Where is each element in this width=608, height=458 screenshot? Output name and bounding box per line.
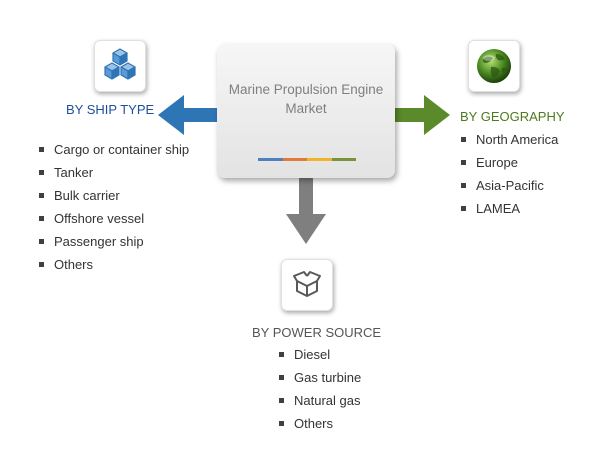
geography-heading: BY GEOGRAPHY [460, 109, 565, 124]
right-arrow [395, 95, 450, 135]
geography-icon-tile [468, 40, 520, 92]
left-arrow [158, 95, 217, 135]
color-bar-segment [331, 158, 356, 161]
ship-type-icon-tile [94, 40, 146, 92]
list-item: Gas turbine [277, 366, 361, 389]
color-bar-segment [282, 158, 307, 161]
list-item: Europe [459, 151, 558, 174]
open-box-icon [293, 271, 321, 297]
center-node: Marine Propulsion Engine Market [217, 44, 395, 178]
list-item: Asia-Pacific [459, 174, 558, 197]
list-item: LAMEA [459, 197, 558, 220]
color-bar-segment [307, 158, 332, 161]
globe-icon [477, 49, 511, 83]
center-title: Marine Propulsion Engine Market [228, 82, 384, 116]
list-item: Others [277, 412, 361, 435]
list-item: Bulk carrier [37, 184, 189, 207]
power-source-heading: BY POWER SOURCE [252, 325, 382, 340]
list-item: Passenger ship [37, 230, 189, 253]
list-item: Diesel [277, 343, 361, 366]
list-item: North America [459, 128, 558, 151]
list-item: Cargo or container ship [37, 138, 189, 161]
list-item: Natural gas [277, 389, 361, 412]
list-item: Others [37, 253, 189, 276]
down-arrow [286, 178, 326, 244]
list-item: Offshore vessel [37, 207, 189, 230]
color-bar [258, 158, 356, 161]
color-bar-segment [258, 158, 283, 161]
cubes-icon [104, 48, 136, 80]
ship-type-heading: BY SHIP TYPE [66, 102, 155, 117]
power-source-icon-tile [281, 259, 333, 311]
list-item: Tanker [37, 161, 189, 184]
